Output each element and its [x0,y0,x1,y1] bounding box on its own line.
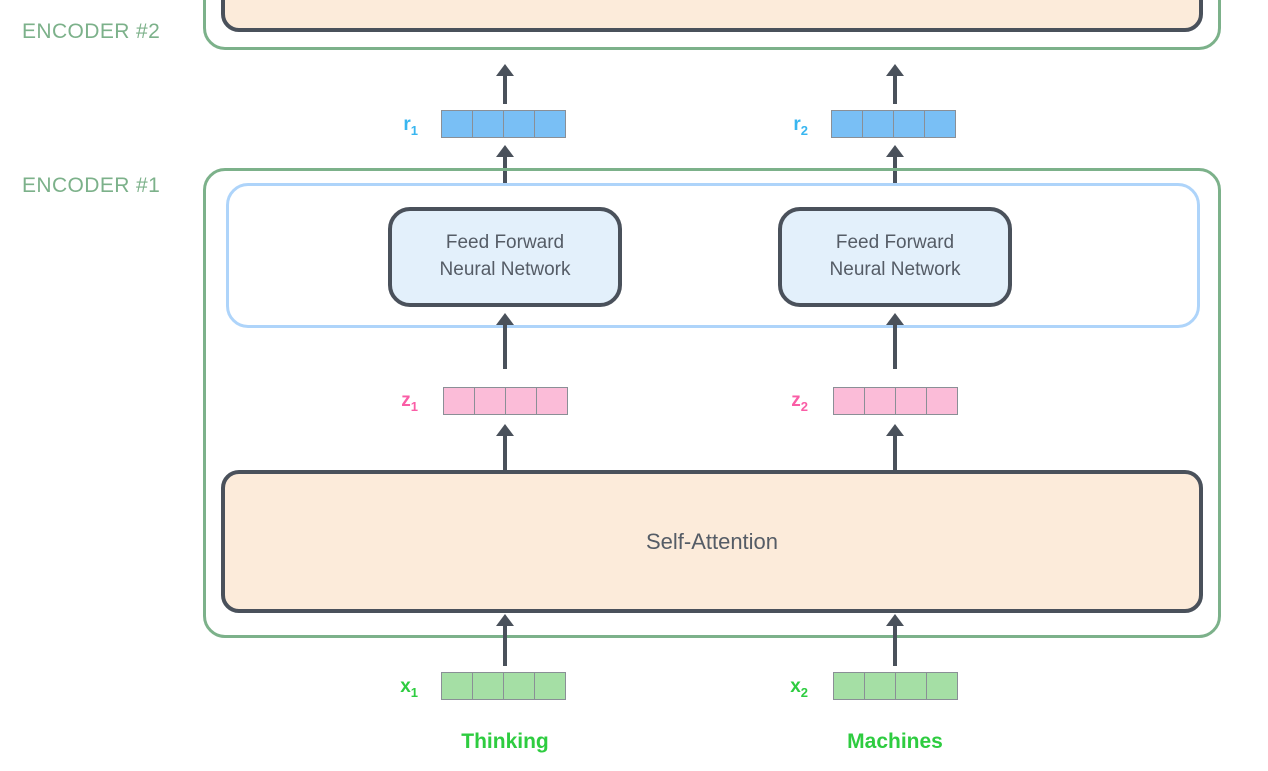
vector-z2 [833,387,958,415]
encoder-2-self-attention-box [221,0,1203,32]
arrow-head-icon [496,64,514,76]
arrow-head-icon [886,313,904,325]
arrow-shaft [503,73,507,104]
input-word-column-2: Machines [847,730,943,753]
vector-x2 [833,672,958,700]
vector-cell [864,672,896,700]
encoder-2-label: ENCODER #2 [22,20,161,43]
vector-cell [536,387,568,415]
vector-cell [441,672,473,700]
feed-forward-line-2: Neural Network [829,259,961,280]
arrow-shaft [893,322,897,369]
vector-r1 [441,110,566,138]
arrow-x1-to-attention [496,614,514,666]
arrow-head-icon [886,145,904,157]
feed-forward-line-1: Feed Forward [445,232,565,254]
input-word-column-1: Thinking [461,730,549,753]
vector-cell [924,110,956,138]
arrow-x2-to-attention [886,614,904,666]
feed-forward-box-column-1: Feed Forward Neural Network [388,207,622,307]
vector-cell [472,110,504,138]
arrow-head-icon [496,313,514,325]
vector-cell [895,672,927,700]
vector-cell [833,387,865,415]
vector-label-z1: z1 [401,390,418,414]
vector-cell [926,672,958,700]
arrow-head-icon [496,145,514,157]
feed-forward-box-text: Feed Forward Neural Network [830,230,961,284]
feed-forward-box-column-2: Feed Forward Neural Network [778,207,1012,307]
arrow-r2-to-encoder2 [886,64,904,104]
arrow-shaft [503,433,507,470]
vector-cell [503,672,535,700]
vector-cell [441,110,473,138]
vector-cell [505,387,537,415]
vector-cell [472,672,504,700]
vector-label-r1: r1 [403,114,418,138]
arrow-z2-to-ffn2 [886,313,904,369]
arrow-attention-to-z2 [886,424,904,470]
encoder-1-self-attention-box: Self-Attention [221,470,1203,613]
feed-forward-line-1: Feed Forward [835,232,955,254]
vector-cell [893,110,925,138]
arrow-head-icon [886,424,904,436]
arrow-attention-to-z1 [496,424,514,470]
vector-cell [534,110,566,138]
vector-label-z2: z2 [791,390,808,414]
arrow-shaft [893,433,897,470]
vector-cell [926,387,958,415]
vector-cell [474,387,506,415]
feed-forward-line-2: Neural Network [439,259,571,280]
arrow-shaft [893,73,897,104]
vector-z1 [443,387,568,415]
vector-label-r2: r2 [793,114,808,138]
vector-cell [534,672,566,700]
vector-cell [864,387,896,415]
vector-label-x2: x2 [790,676,808,700]
vector-r2 [831,110,956,138]
arrow-shaft [893,623,897,666]
vector-cell [503,110,535,138]
self-attention-label: Self-Attention [645,528,779,554]
encoder-1-label: ENCODER #1 [22,174,161,197]
vector-cell [831,110,863,138]
arrow-head-icon [496,614,514,626]
encoder-2-container [203,0,1221,50]
vector-x1 [441,672,566,700]
arrow-head-icon [886,64,904,76]
arrow-z1-to-ffn1 [496,313,514,369]
vector-label-x1: x1 [400,676,418,700]
feed-forward-box-text: Feed Forward Neural Network [440,230,571,284]
arrow-head-icon [496,424,514,436]
vector-cell [443,387,475,415]
arrow-r1-to-encoder2 [496,64,514,104]
vector-cell [862,110,894,138]
arrow-shaft [503,623,507,666]
feed-forward-sublayer-container [226,183,1200,328]
arrow-head-icon [886,614,904,626]
arrow-shaft [503,322,507,369]
vector-cell [833,672,865,700]
encoder-1-container [203,168,1221,638]
vector-cell [895,387,927,415]
